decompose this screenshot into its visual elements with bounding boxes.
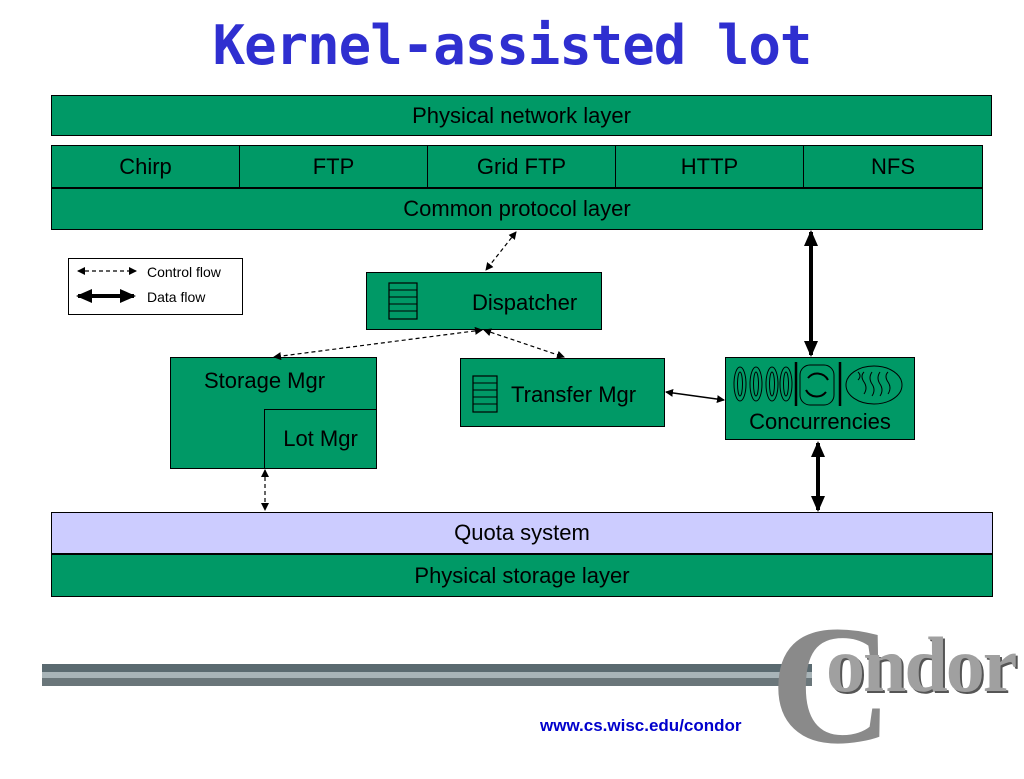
quota-system-label: Quota system — [454, 520, 590, 545]
common-protocol-layer-label: Common protocol layer — [403, 196, 631, 221]
slide-title: Kernel-assisted lot — [212, 14, 813, 77]
protocol-http: HTTP — [615, 145, 804, 188]
footer-url[interactable]: www.cs.wisc.edu/condor — [540, 716, 742, 735]
control-flow-dispatcher-transfer — [483, 328, 565, 359]
physical-network-layer: Physical network layer — [51, 95, 992, 136]
footer-bar-shadow — [42, 678, 812, 686]
physical-network-layer-label: Physical network layer — [412, 102, 631, 128]
threads-icon — [733, 362, 903, 406]
legend-data-flow-label: Data flow — [147, 289, 206, 305]
dispatcher-label: Dispatcher — [472, 290, 578, 315]
protocol-label: FTP — [312, 153, 355, 179]
protocol-label: Grid FTP — [476, 153, 567, 179]
protocol-label: NFS — [871, 153, 915, 179]
footer-bar — [42, 664, 812, 672]
lot-mgr-label: Lot Mgr — [283, 426, 358, 451]
quota-system-layer: Quota system — [51, 512, 993, 554]
data-flow-transfer-concurrencies — [665, 388, 725, 404]
protocol-label: Chirp — [119, 153, 172, 179]
condor-logo-text: ondor — [826, 621, 1017, 708]
protocol-nfs: NFS — [803, 145, 983, 188]
legend-control-flow-label: Control flow — [147, 264, 221, 280]
control-flow-protocol-dispatcher — [485, 231, 517, 271]
condor-logo-initial: C — [770, 591, 893, 779]
protocol-label: HTTP — [680, 153, 739, 179]
protocol-grid-ftp: Grid FTP — [427, 145, 616, 188]
queue-icon — [472, 375, 498, 413]
common-protocol-layer: Common protocol layer — [51, 188, 983, 230]
lot-mgr-box: Lot Mgr — [264, 409, 377, 469]
dispatcher-box: Dispatcher — [366, 272, 602, 330]
protocol-ftp: FTP — [239, 145, 428, 188]
concurrencies-label: Concurrencies — [749, 409, 891, 434]
control-flow-dispatcher-storage — [273, 326, 483, 361]
storage-mgr-label: Storage Mgr — [204, 368, 326, 393]
physical-storage-layer-label: Physical storage layer — [414, 562, 630, 588]
concurrencies-box: Concurrencies — [725, 357, 915, 440]
physical-storage-layer: Physical storage layer — [51, 554, 993, 597]
transfer-mgr-label: Transfer Mgr — [511, 382, 637, 407]
legend: Control flow Data flow — [68, 258, 243, 315]
transfer-mgr-box: Transfer Mgr — [460, 358, 665, 427]
footer-bar-highlight — [42, 672, 812, 678]
queue-icon — [388, 282, 418, 320]
